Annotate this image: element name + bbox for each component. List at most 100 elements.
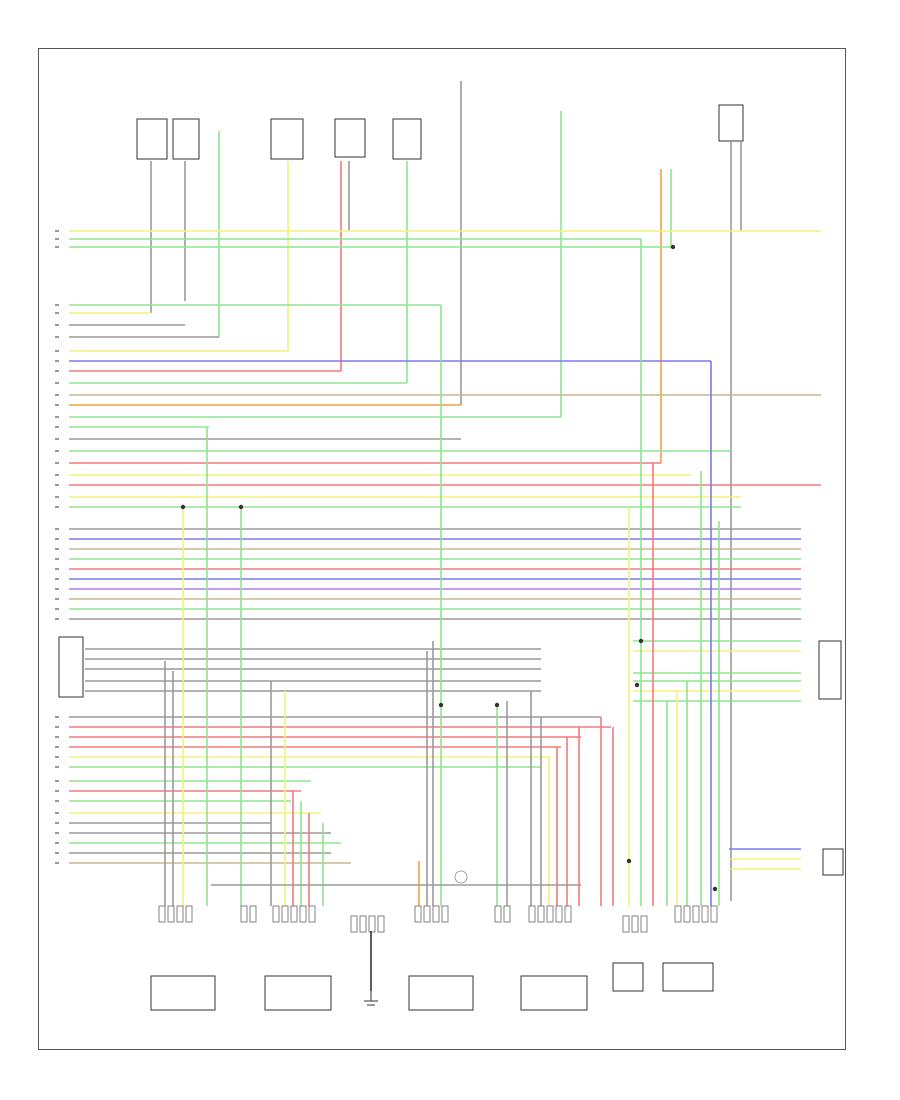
- pin-number-mark: [55, 506, 59, 508]
- pin-number-mark: [55, 360, 59, 362]
- connector-pin: [281, 905, 289, 923]
- pin-number-mark: [55, 736, 59, 738]
- connector-block-right-lower: [822, 848, 844, 876]
- connector-pin: [441, 905, 449, 923]
- connector-pin: [290, 905, 298, 923]
- pin-number-mark: [55, 780, 59, 782]
- splice-icon: [238, 504, 244, 510]
- module-bottom-4: [520, 975, 588, 1011]
- connector-pin: [674, 905, 682, 923]
- pin-number-mark: [55, 394, 59, 396]
- pin-number-mark: [55, 416, 59, 418]
- pin-number-mark: [55, 450, 59, 452]
- pin-number-mark: [55, 832, 59, 834]
- connector-pin: [692, 905, 700, 923]
- pin-number-mark: [55, 716, 59, 718]
- pin-number-mark: [55, 726, 59, 728]
- connector-pin: [308, 905, 316, 923]
- connector-pin: [537, 905, 545, 923]
- connector-pin: [240, 905, 248, 923]
- component-top-4: [334, 118, 366, 158]
- connector-pin: [167, 905, 175, 923]
- switch-icon: [454, 870, 468, 884]
- connector-pin: [432, 905, 440, 923]
- connector-pin: [299, 905, 307, 923]
- connector-pin: [158, 905, 166, 923]
- pin-number-mark: [55, 474, 59, 476]
- splice-icon: [180, 504, 186, 510]
- pin-number-mark: [55, 462, 59, 464]
- pin-number-mark: [55, 538, 59, 540]
- connector-pin: [423, 905, 431, 923]
- pin-number-mark: [55, 336, 59, 338]
- pin-number-mark: [55, 438, 59, 440]
- connector-pin: [701, 905, 709, 923]
- module-bottom-6: [662, 962, 714, 992]
- component-top-3: [270, 118, 304, 160]
- pin-number-mark: [55, 766, 59, 768]
- connector-block-left: [58, 636, 84, 698]
- component-top-6: [718, 104, 744, 142]
- splice-icon: [626, 858, 632, 864]
- pin-number-mark: [55, 496, 59, 498]
- connector-block-right: [818, 640, 842, 700]
- splice-icon: [670, 244, 676, 250]
- connector-pin: [494, 905, 502, 923]
- connector-pin: [185, 905, 193, 923]
- connector-pin: [631, 915, 639, 933]
- pin-number-mark: [55, 382, 59, 384]
- component-top-2: [172, 118, 200, 160]
- connector-pin: [640, 915, 648, 933]
- connector-pin: [683, 905, 691, 923]
- wiring-diagram-sheet: [38, 48, 846, 1050]
- module-bottom-2: [264, 975, 332, 1011]
- pin-number-mark: [55, 578, 59, 580]
- splice-icon: [712, 886, 718, 892]
- component-top-1: [136, 118, 168, 160]
- pin-number-mark: [55, 404, 59, 406]
- component-top-5: [392, 118, 422, 160]
- module-bottom-5: [612, 962, 644, 992]
- connector-pin: [377, 915, 385, 933]
- pin-number-mark: [55, 790, 59, 792]
- connector-pin: [710, 905, 718, 923]
- pin-number-mark: [55, 618, 59, 620]
- ground-icon: [364, 991, 378, 1006]
- pin-number-mark: [55, 324, 59, 326]
- connector-pin: [176, 905, 184, 923]
- pin-number-mark: [55, 350, 59, 352]
- connector-pin: [414, 905, 422, 923]
- connector-pin: [528, 905, 536, 923]
- connector-pin: [622, 915, 630, 933]
- pin-number-mark: [55, 246, 59, 248]
- pin-number-mark: [55, 608, 59, 610]
- pin-number-mark: [55, 822, 59, 824]
- wiring-diagram: [55, 81, 844, 1011]
- pin-number-mark: [55, 842, 59, 844]
- pin-number-mark: [55, 548, 59, 550]
- splice-icon: [634, 682, 640, 688]
- pin-number-mark: [55, 852, 59, 854]
- pin-number-mark: [55, 312, 59, 314]
- pin-number-mark: [55, 304, 59, 306]
- pin-number-mark: [55, 484, 59, 486]
- pin-number-mark: [55, 238, 59, 240]
- module-bottom-1: [150, 975, 216, 1011]
- splice-icon: [494, 702, 500, 708]
- pin-number-mark: [55, 370, 59, 372]
- pin-number-mark: [55, 800, 59, 802]
- connector-pin: [564, 905, 572, 923]
- connector-pin: [350, 915, 358, 933]
- pin-number-mark: [55, 568, 59, 570]
- splice-icon: [438, 702, 444, 708]
- connector-pin: [249, 905, 257, 923]
- connector-pin: [546, 905, 554, 923]
- connector-pin: [368, 915, 376, 933]
- splice-icon: [638, 638, 644, 644]
- pin-number-mark: [55, 598, 59, 600]
- pin-number-mark: [55, 862, 59, 864]
- pin-number-mark: [55, 812, 59, 814]
- pin-number-mark: [55, 528, 59, 530]
- pin-number-mark: [55, 426, 59, 428]
- module-bottom-3: [408, 975, 474, 1011]
